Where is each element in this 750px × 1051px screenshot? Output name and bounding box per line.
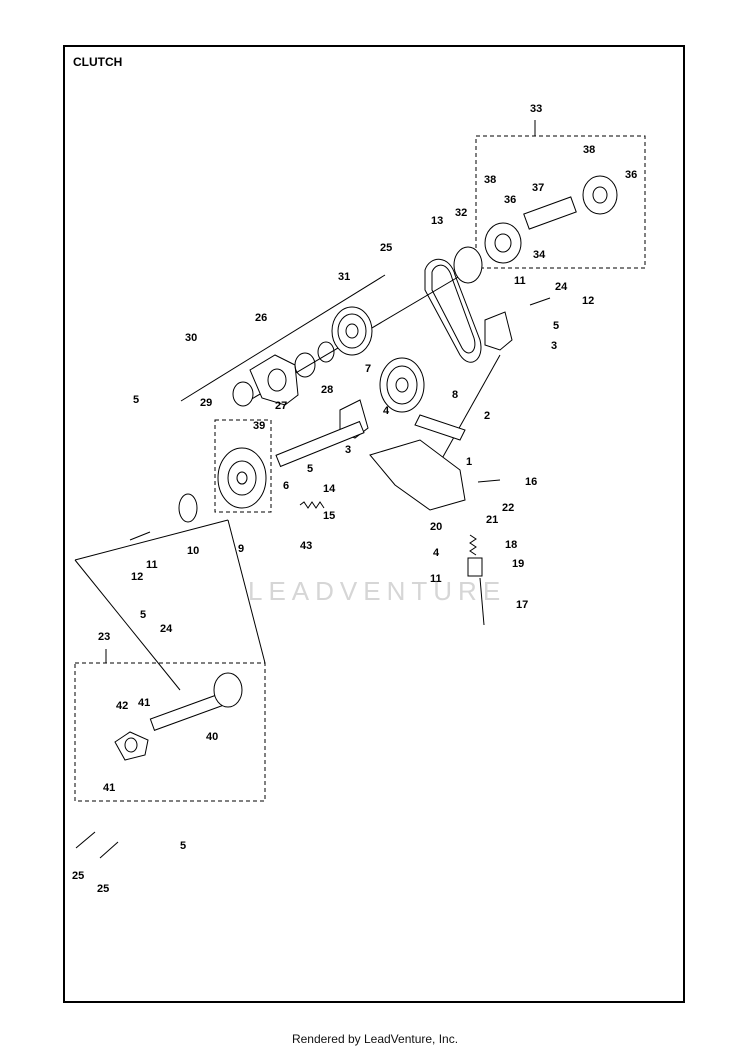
callout-3-right: 3 [551,340,557,352]
page-title: CLUTCH [73,55,123,69]
callout-40: 40 [206,731,218,743]
spring-18 [469,534,477,556]
diagram-frame [63,45,685,1003]
shaft-37 [523,196,577,230]
callout-43: 43 [300,540,312,552]
axle-40 [149,672,243,731]
spring-43 [299,501,325,509]
watermark: LEADVENTURE [248,576,507,606]
callout-8: 8 [452,389,458,401]
callout-41-upper: 41 [138,697,150,709]
shaft-6 [275,420,365,468]
callout-28: 28 [321,384,333,396]
bolt-25-lower-a [75,831,96,849]
callout-7: 7 [365,363,371,375]
callout-3-center: 3 [345,444,351,456]
callout-18: 18 [505,539,517,551]
bracket-1 [369,439,466,511]
callout-34: 34 [533,249,546,261]
callout-19: 19 [512,558,524,570]
group-box-23 [74,662,266,802]
callout-12-left: 12 [131,571,143,583]
callout-9: 9 [238,543,244,555]
callout-labels: 33 38 38 37 36 36 13 32 25 34 24 11 12 3… [72,103,637,895]
callout-14: 14 [323,483,336,495]
callout-5-bottom: 5 [180,840,186,852]
callout-20: 20 [430,521,442,533]
callout-24-box: 24 [160,623,173,635]
callout-5-box-top: 5 [140,609,146,621]
callout-25-bottom-left: 25 [72,870,84,882]
bolt-12-lower [129,531,151,541]
group-box-33 [475,135,646,269]
callout-12-top: 12 [582,295,594,307]
callout-42: 42 [116,700,128,712]
callout-5-right: 5 [553,320,559,332]
rod-17 [479,577,485,626]
coupling-36-left [484,222,522,264]
callout-1: 1 [466,456,472,468]
callout-38a: 38 [583,144,595,156]
callout-2: 2 [484,410,490,422]
pulley-8 [379,357,425,413]
callout-32: 32 [455,207,467,219]
callout-15: 15 [323,510,335,522]
callout-30: 30 [185,332,197,344]
callout-11-top: 11 [514,275,526,287]
coupling-36-right [582,175,618,215]
callout-4-upper: 4 [383,405,390,417]
callout-39: 39 [253,420,265,432]
callout-36a: 36 [625,169,637,181]
pillow-block-3-upper [484,311,513,351]
callout-36b: 36 [504,194,516,206]
callout-22: 22 [502,502,514,514]
ring-28 [317,341,335,363]
plate-2 [414,414,466,441]
callout-26: 26 [255,312,267,324]
bearing-29 [232,381,254,407]
pulley-31 [331,306,373,356]
disc-32 [453,246,483,284]
footer-credit: Rendered by LeadVenture, Inc. [291,1032,459,1046]
callout-31: 31 [338,271,350,283]
callout-25-bottom-right: 25 [97,883,109,895]
callout-29: 29 [200,397,212,409]
callout-21: 21 [486,514,498,526]
callout-23: 23 [98,631,110,643]
callout-5-left: 5 [133,394,139,406]
callout-37: 37 [532,182,544,194]
bolt-25-lower-b [99,841,119,859]
callout-11-left: 11 [146,559,158,571]
callout-11-right: 11 [430,573,442,585]
bearing-flange-26 [249,354,299,406]
callout-33: 33 [530,103,542,115]
callout-13: 13 [431,215,443,227]
callout-38b: 38 [484,174,496,186]
callout-6: 6 [283,480,289,492]
sleeve-19 [467,557,483,577]
bolt-12-upper [529,297,551,306]
callout-5-center: 5 [307,463,313,475]
ring-27 [294,352,316,378]
callout-10: 10 [187,545,199,557]
group-box-9 [214,419,272,513]
callout-16: 16 [525,476,537,488]
callout-25-top: 25 [380,242,392,254]
callout-17: 17 [516,599,528,611]
callout-41-lower: 41 [103,782,115,794]
callout-4-lower: 4 [433,547,440,559]
clutch-9 [217,447,267,509]
callout-24-top: 24 [555,281,568,293]
spacer-10 [178,493,198,523]
callout-27: 27 [275,400,287,412]
bolt-16 [477,479,501,483]
flange-bearing-42 [114,731,149,761]
drive-belt [424,258,482,363]
